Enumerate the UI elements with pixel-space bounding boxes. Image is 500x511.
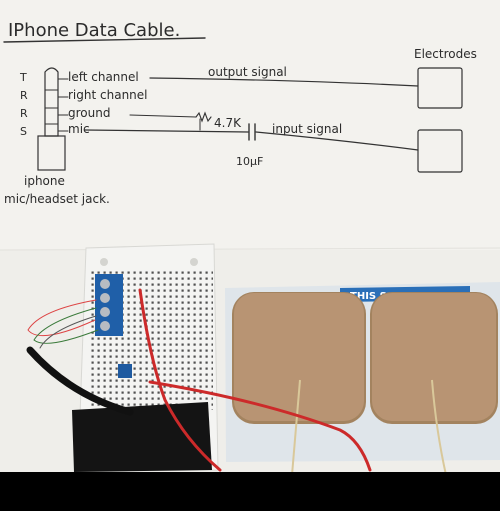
resistor-label: 4.7K <box>214 116 242 130</box>
mount-hole-2 <box>190 258 198 266</box>
jack-body <box>37 135 66 171</box>
label-ground: ground <box>68 106 110 120</box>
plug-letter-t: T <box>19 71 27 84</box>
electrode-box-2 <box>417 129 463 173</box>
label-left-channel: left channel <box>68 70 139 84</box>
electrodes-label: Electrodes <box>414 47 477 61</box>
label-mic: mic <box>68 122 90 136</box>
capacitor-label: 10μF <box>236 155 263 168</box>
terminal-screw-3 <box>100 307 110 317</box>
title-underline <box>3 37 206 43</box>
bottom-bar <box>0 472 500 511</box>
thin-wire-red <box>27 299 97 337</box>
plug-tip <box>44 67 59 137</box>
electrode-pads <box>232 292 498 476</box>
terminal-screw-1 <box>100 279 110 289</box>
paper-upper <box>0 0 500 250</box>
red-wire-2 <box>148 380 372 472</box>
electrode-lead-2 <box>431 379 447 476</box>
mic-wire <box>84 129 249 133</box>
jack-label-line2: mic/headset jack. <box>4 192 110 206</box>
output-signal-label: output signal <box>208 65 287 79</box>
paper-fold <box>0 247 500 251</box>
red-wire-1 <box>138 288 222 472</box>
electrode-lead-1 <box>291 379 301 476</box>
output-signal-line <box>149 77 419 87</box>
jack-label-line1: iphone <box>24 174 65 188</box>
terminal-screw-4 <box>100 321 110 331</box>
plug-letter-s: S <box>20 125 27 138</box>
electrode-box-1 <box>417 67 463 109</box>
thin-wire-green <box>33 307 99 344</box>
circuit-sketch: IPhone Data Cable. T R R S left channel … <box>3 20 477 206</box>
input-signal-label: input signal <box>272 122 342 136</box>
electrode-pad-2 <box>372 293 496 421</box>
terminal-screw-2 <box>100 293 110 303</box>
label-right-channel: right channel <box>68 88 148 102</box>
input-signal-line <box>255 131 419 151</box>
sketch-title: IPhone Data Cable. <box>8 20 180 41</box>
black-tape <box>72 402 212 472</box>
liner-strip-text: THIS S <box>350 291 387 302</box>
screw-terminal <box>95 274 123 336</box>
electrode-pad-1 <box>234 293 364 421</box>
thin-wire-gray <box>39 315 97 349</box>
plug-letter-r1: R <box>20 89 28 102</box>
wires <box>26 288 372 472</box>
ground-wire <box>129 114 197 118</box>
black-cable <box>26 346 134 416</box>
plug-letter-r2: R <box>20 107 28 120</box>
resistor-symbol <box>195 111 212 123</box>
trimmer-pot <box>118 364 132 378</box>
mount-hole-1 <box>100 258 108 266</box>
